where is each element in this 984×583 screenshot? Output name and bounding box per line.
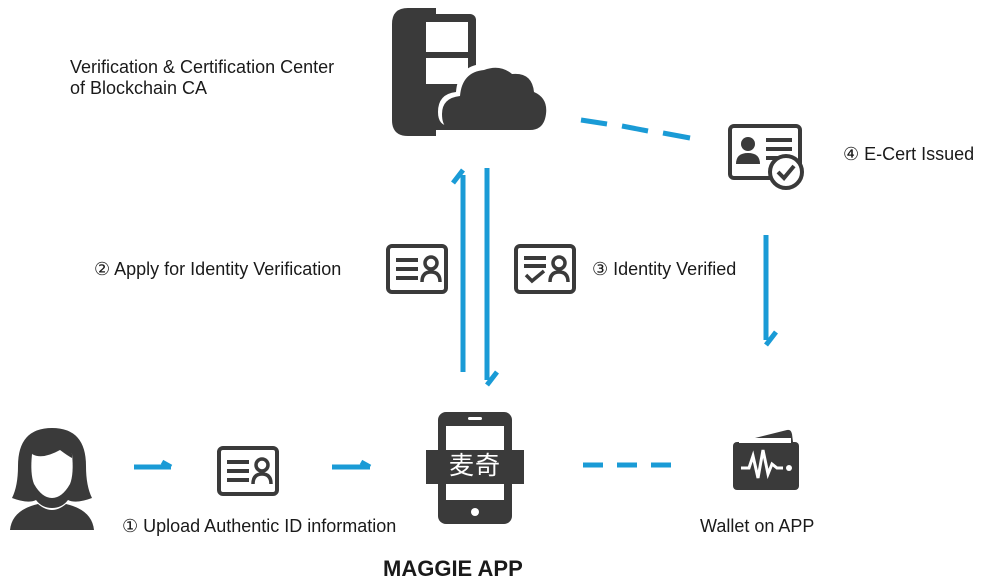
verified-card-icon: [514, 244, 576, 294]
step4-label: ④ E-Cert Issued: [843, 144, 975, 164]
app-title: MAGGIE APP: [383, 556, 523, 581]
upload-id-card-icon: [217, 446, 279, 496]
user-avatar-icon: [10, 428, 94, 530]
arrow-right-card-app: [332, 459, 372, 470]
step2-label: ② Apply for Identity Verification: [94, 259, 342, 279]
wallet-icon: [733, 429, 799, 490]
phone-brand-text: 麦奇: [448, 451, 501, 480]
smartphone-icon: [426, 412, 524, 524]
wallet-label: Wallet on APP: [700, 516, 815, 536]
server-cloud-icon: [392, 8, 551, 136]
arrow-right-user-card: [134, 459, 173, 470]
step3-label: ③ Identity Verified: [592, 259, 737, 279]
arrow-up-apply: [451, 168, 466, 372]
step1-label: ① Upload Authentic ID information: [122, 516, 397, 536]
ca-center-label-line2: of Blockchain CA: [70, 78, 208, 98]
dashed-link-ca-ecert: [580, 117, 608, 127]
ecert-icon: [728, 124, 804, 190]
ca-center-label-line1: Verification & Certification Center: [70, 57, 335, 77]
id-card-icon: [386, 244, 448, 294]
arrow-down-verified: [484, 168, 499, 387]
arrow-down-ecert-wallet: [763, 235, 778, 347]
